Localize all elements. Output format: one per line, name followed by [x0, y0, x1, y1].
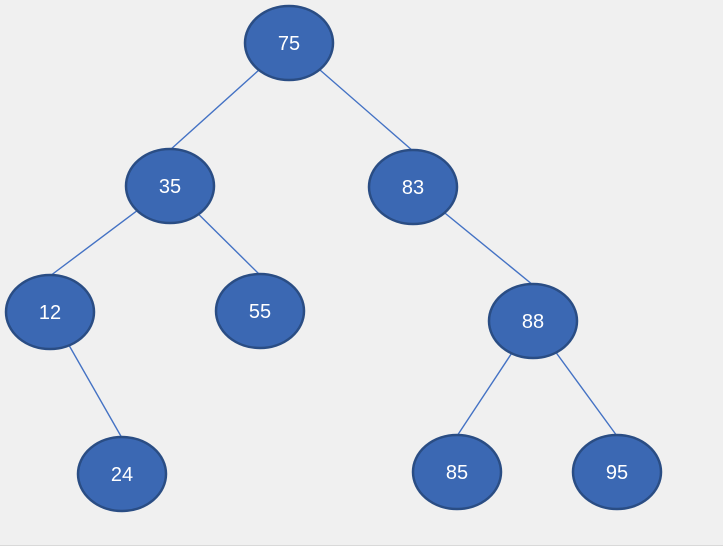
- nodes-layer: 75 35 83 12 55 88 24 85 95: [4, 4, 663, 513]
- tree-node-95[interactable]: 95: [571, 433, 663, 511]
- tree-node-55[interactable]: 55: [214, 272, 306, 350]
- node-ellipse[interactable]: [411, 433, 503, 511]
- node-label: 75: [278, 33, 300, 55]
- node-label: 24: [111, 464, 133, 486]
- tree-node-12[interactable]: 12: [4, 273, 96, 351]
- node-ellipse[interactable]: [214, 272, 306, 350]
- tree-node-24[interactable]: 24: [76, 435, 168, 513]
- node-label: 12: [39, 302, 61, 324]
- node-ellipse[interactable]: [124, 147, 216, 225]
- node-ellipse[interactable]: [487, 282, 579, 360]
- node-label: 55: [249, 301, 271, 323]
- node-label: 83: [402, 177, 424, 199]
- node-ellipse[interactable]: [243, 4, 335, 82]
- tree-node-88[interactable]: 88: [487, 282, 579, 360]
- tree-node-35[interactable]: 35: [124, 147, 216, 225]
- tree-node-83[interactable]: 83: [367, 148, 459, 226]
- node-label: 85: [446, 462, 468, 484]
- node-label: 95: [606, 462, 628, 484]
- node-label: 88: [522, 311, 544, 333]
- tree-node-85[interactable]: 85: [411, 433, 503, 511]
- node-ellipse[interactable]: [76, 435, 168, 513]
- node-ellipse[interactable]: [367, 148, 459, 226]
- node-ellipse[interactable]: [4, 273, 96, 351]
- node-ellipse[interactable]: [571, 433, 663, 511]
- node-label: 35: [159, 176, 181, 198]
- tree-node-75[interactable]: 75: [243, 4, 335, 82]
